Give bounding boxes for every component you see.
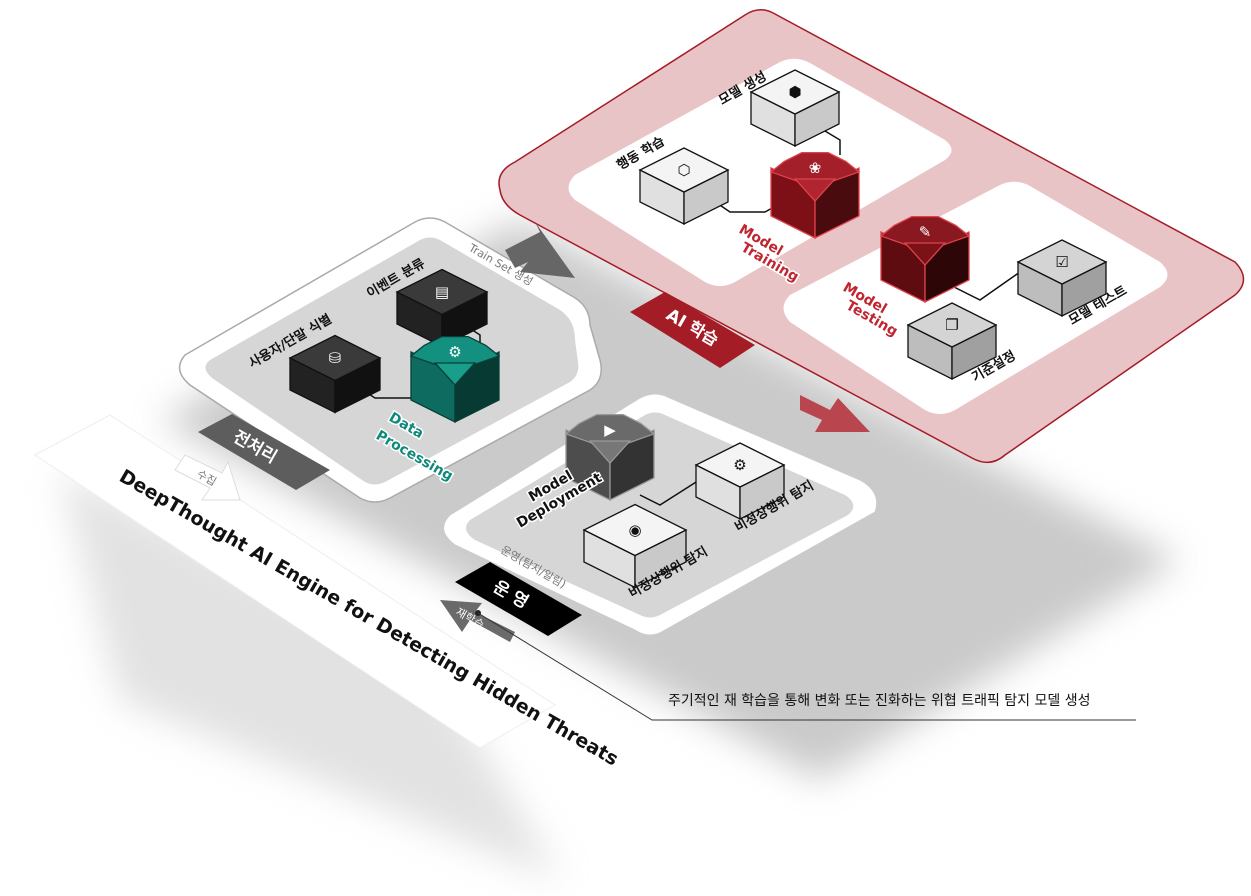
core-model-training-top-face — [769, 151, 861, 189]
core-model-deployment-facet — [588, 440, 632, 464]
floor-shadow-2 — [60, 470, 560, 880]
cube-user-device-top-face — [288, 334, 382, 382]
core-model-testing-facet — [903, 242, 947, 266]
to-deploy-arrow — [800, 395, 870, 432]
caption: 주기적인 재 학습을 통해 변화 또는 진화하는 위협 트래픽 탐지 모델 생성 — [668, 693, 1090, 709]
cube-model-creation-top-face — [749, 69, 841, 115]
train-set-arrow — [505, 222, 575, 278]
box-icon: ⬡ — [677, 161, 690, 179]
title-band — [34, 414, 556, 749]
eye-icon: ◉ — [628, 521, 641, 539]
cluster-icon: ❀ — [809, 159, 822, 177]
operation-tab — [455, 562, 582, 636]
cube-anomaly-2-top-face — [694, 442, 786, 488]
core-model-deployment-top-face — [564, 413, 656, 451]
cube-icon: ⬢ — [788, 83, 801, 101]
cube-baseline-top-face — [906, 302, 998, 348]
collect-arrow — [174, 454, 241, 501]
caption-line — [477, 612, 1136, 721]
training-area — [568, 58, 952, 286]
core-model-testing-top-face — [879, 215, 971, 253]
play-icon: ▶ — [604, 421, 616, 439]
gears-icon: ⚙ — [448, 343, 461, 361]
archive-icon: ▤ — [435, 283, 449, 301]
cube-model-test-top-face — [1016, 239, 1108, 285]
core-data-processing-top-face — [409, 335, 501, 373]
core-data-processing-facet — [433, 362, 477, 386]
edit-icon: ✎ — [919, 223, 932, 241]
preprocessing-tab — [198, 414, 330, 490]
cube-behavior-learning-top-face — [638, 147, 730, 193]
cube-event-class-top-face — [395, 268, 489, 316]
check-icon: ☑ — [1055, 253, 1068, 271]
core-model-training-facet — [793, 178, 837, 202]
ai-learning-tab — [630, 292, 755, 368]
database-icon: ⛁ — [329, 349, 342, 367]
cube-anomaly-1-top-face — [582, 503, 688, 557]
copy-icon: ❐ — [945, 316, 958, 334]
settings-icon: ⚙ — [733, 456, 746, 474]
retrain-arrow — [440, 600, 515, 642]
